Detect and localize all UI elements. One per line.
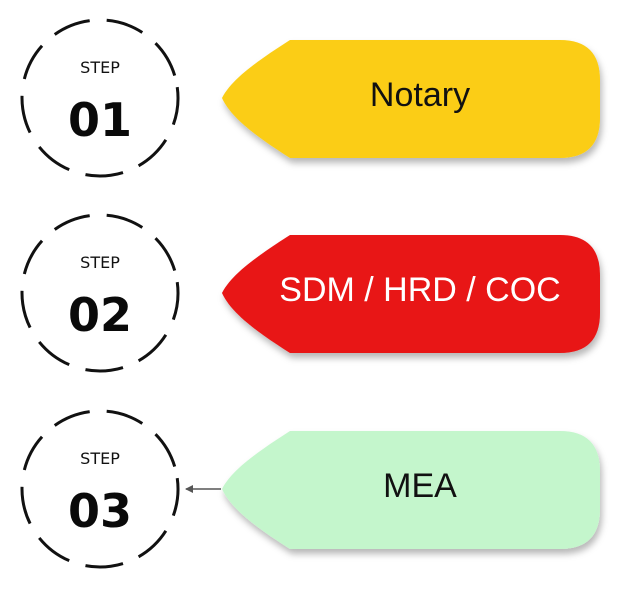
step-3-word: STEP: [80, 449, 120, 468]
step-2: STEP 02 SDM / HRD / COC: [20, 213, 600, 373]
step-1-tag: [222, 40, 600, 158]
step-3: STEP 03 MEA: [20, 409, 600, 569]
step-2-word: STEP: [80, 253, 120, 272]
step-3-label: MEA: [383, 467, 457, 505]
step-2-number: 02: [68, 288, 132, 342]
step-2-tag: [222, 235, 600, 353]
step-1: STEP 01 Notary: [20, 18, 600, 178]
step-2-label: SDM / HRD / COC: [279, 271, 560, 309]
step-1-dashed-circle: [20, 18, 180, 178]
step-1-word: STEP: [80, 58, 120, 77]
step-1-number: 01: [68, 93, 132, 147]
step-3-dashed-circle: [20, 409, 180, 569]
step-3-number: 03: [68, 484, 132, 538]
step-2-dashed-circle: [20, 213, 180, 373]
step-3-tag: [222, 431, 600, 549]
step-1-label: Notary: [370, 76, 470, 114]
